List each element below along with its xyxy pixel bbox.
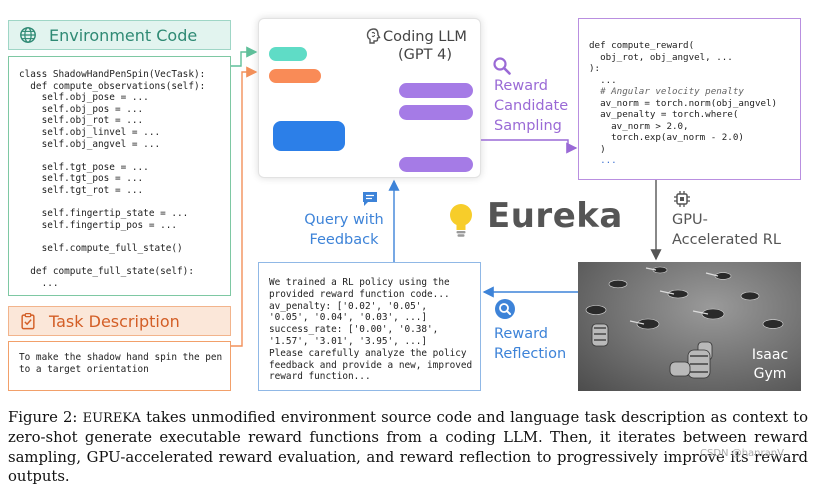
lightbulb-icon — [450, 204, 472, 237]
isaac-label-line1: Isaac — [751, 347, 789, 363]
orange-message-bubble — [269, 69, 321, 83]
purple-response-bubble-2 — [399, 105, 473, 120]
query-with-feedback-label: Query with Feedback — [302, 210, 386, 250]
purple-response-bubble-3 — [399, 157, 473, 172]
task-description-block: To make the shadow hand spin the pen to … — [8, 341, 231, 391]
teal-message-bubble — [269, 47, 307, 61]
gpu-chip-icon — [674, 191, 690, 207]
blue-message-bubble — [273, 121, 345, 151]
search-icon — [495, 299, 515, 319]
reward-code-signature: def compute_reward( obj_rot, obj_angvel,… — [589, 40, 733, 86]
environment-code-block: class ShadowHandPenSpin(VecTask): def co… — [8, 56, 231, 296]
gpu-label-line1: GPU- — [672, 212, 708, 228]
reward-function-code-block: def compute_reward( obj_rot, obj_angvel,… — [578, 18, 801, 180]
query-label-line2: Feedback — [309, 232, 379, 248]
sampling-label-line3: Sampling — [494, 118, 562, 134]
task-description-title: Task Description — [49, 311, 180, 331]
search-icon — [493, 57, 511, 75]
sampling-label-line2: Candidate — [494, 98, 569, 114]
environment-code-title: Environment Code — [49, 25, 198, 45]
purple-response-bubble-1 — [399, 83, 473, 98]
reflection-label-line1: Reward — [494, 326, 548, 342]
task-to-llm-arrow — [231, 66, 258, 347]
llm-to-reward-arrow — [481, 139, 578, 154]
gpu-label-line2: Accelerated RL — [672, 232, 781, 248]
policy-feedback-block: We trained a RL policy using the provide… — [258, 262, 481, 391]
coding-llm-panel — [258, 18, 481, 178]
caption-prefix: Figure 2: — [8, 409, 83, 426]
coding-llm-model: (GPT 4) — [398, 47, 452, 63]
reward-code-ellipsis: ... — [589, 155, 617, 166]
brain-icon — [366, 28, 381, 44]
coding-llm-title: Coding LLM (GPT 4) — [372, 28, 478, 64]
csdn-watermark: CSDN @hanranV — [700, 448, 784, 459]
reflection-label-line2: Reflection — [494, 346, 567, 362]
reward-code-body: av_norm = torch.norm(obj_angvel) av_pena… — [600, 97, 778, 155]
query-label-line1: Query with — [304, 212, 384, 228]
figure-caption: Figure 2: Eureka takes unmodified enviro… — [8, 408, 808, 486]
reward-candidate-sampling-label: Reward Candidate Sampling — [494, 76, 568, 136]
chat-icon — [363, 192, 377, 206]
clipboard-icon — [21, 312, 35, 330]
environment-code-header: Environment Code — [8, 20, 231, 50]
isaac-gym-simulation-image — [578, 262, 801, 391]
sampling-label-line1: Reward — [494, 78, 548, 94]
env-to-llm-arrow — [231, 46, 258, 67]
gpu-accelerated-rl-label: GPU- Accelerated RL — [672, 210, 781, 250]
globe-icon — [20, 27, 36, 43]
eureka-logo-text: Eureka — [487, 196, 623, 236]
reward-code-comment: # Angular velocity penalty — [589, 86, 744, 97]
reward-reflection-label: Reward Reflection — [494, 324, 566, 364]
caption-eureka-name: Eureka — [82, 411, 141, 426]
task-description-header: Task Description — [8, 306, 231, 336]
caption-body: takes unmodified environment source code… — [8, 409, 809, 485]
isaac-label-line2: Gym — [753, 366, 787, 382]
robot-hands-illustration — [585, 266, 784, 379]
coding-llm-name: Coding LLM — [383, 29, 467, 45]
isaac-gym-label: Isaac Gym — [745, 346, 795, 384]
